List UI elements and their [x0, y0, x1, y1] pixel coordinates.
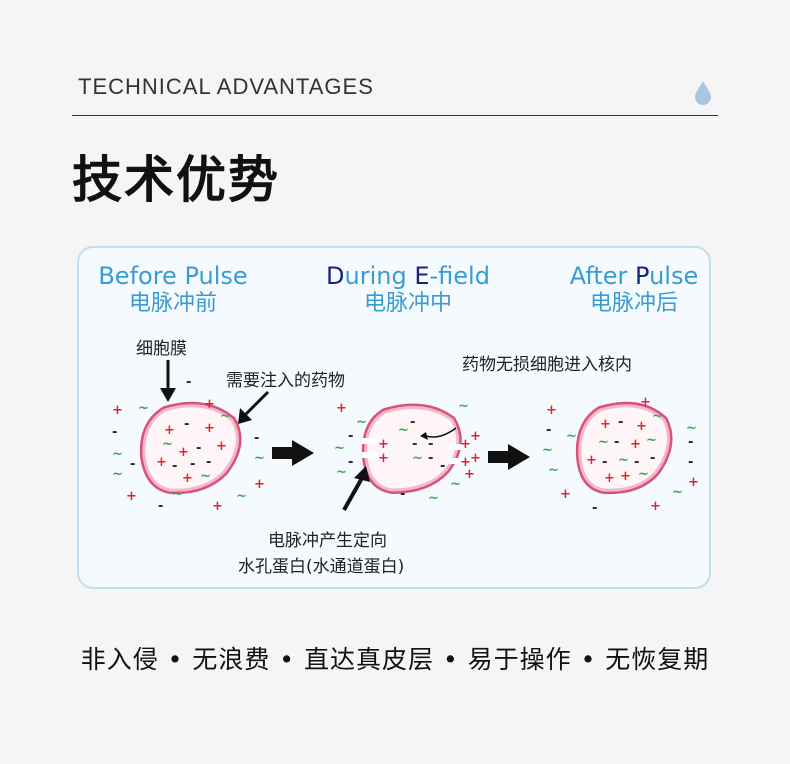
- svg-text:+: +: [688, 475, 699, 490]
- svg-text:-: -: [206, 455, 211, 470]
- svg-text:+: +: [650, 499, 661, 514]
- svg-text:-: -: [196, 441, 201, 456]
- svg-text:~: ~: [598, 435, 609, 450]
- svg-text:~: ~: [112, 447, 123, 462]
- svg-text:-: -: [112, 425, 117, 440]
- svg-text:-: -: [400, 487, 405, 502]
- svg-text:+: +: [378, 437, 389, 452]
- svg-text:~: ~: [548, 463, 559, 478]
- svg-text:-: -: [184, 417, 189, 432]
- svg-text:~: ~: [112, 467, 123, 482]
- svg-text:~: ~: [458, 399, 469, 414]
- svg-text:+: +: [336, 401, 347, 416]
- svg-text:+: +: [254, 477, 265, 492]
- svg-text:+: +: [640, 395, 651, 410]
- svg-text:+: +: [212, 499, 223, 514]
- svg-text:+: +: [470, 429, 481, 444]
- svg-text:~: ~: [398, 423, 409, 438]
- svg-text:-: -: [688, 455, 693, 470]
- svg-text:-: -: [688, 435, 693, 450]
- svg-text:~: ~: [542, 443, 553, 458]
- svg-text:-: -: [614, 435, 619, 450]
- svg-text:-: -: [650, 451, 655, 466]
- svg-text:+: +: [204, 421, 215, 436]
- svg-text:-: -: [172, 459, 177, 474]
- svg-text:-: -: [348, 429, 353, 444]
- svg-text:+: +: [586, 453, 597, 468]
- svg-text:+: +: [560, 487, 571, 502]
- svg-text:~: ~: [336, 465, 347, 480]
- svg-text:-: -: [254, 431, 259, 446]
- svg-text:~: ~: [220, 409, 231, 424]
- svg-text:+: +: [470, 451, 481, 466]
- svg-text:-: -: [546, 423, 551, 438]
- drug-arrow: [238, 392, 268, 424]
- svg-text:-: -: [618, 415, 623, 430]
- svg-text:+: +: [216, 439, 227, 454]
- benefits-footer: 非入侵 • 无浪费 • 直达真皮层 • 易于操作 • 无恢复期: [0, 640, 790, 676]
- transition-arrow-2: [488, 444, 530, 470]
- svg-text:-: -: [440, 459, 445, 474]
- svg-text:~: ~: [172, 487, 183, 502]
- svg-text:+: +: [636, 419, 647, 434]
- svg-text:-: -: [410, 415, 415, 430]
- svg-text:+: +: [204, 397, 215, 412]
- svg-text:+: +: [464, 467, 475, 482]
- svg-text:-: -: [190, 457, 195, 472]
- svg-text:~: ~: [254, 451, 265, 466]
- svg-text:-: -: [348, 455, 353, 470]
- svg-text:+: +: [126, 489, 137, 504]
- svg-text:~: ~: [412, 451, 423, 466]
- svg-text:+: +: [604, 471, 615, 486]
- svg-text:~: ~: [236, 489, 247, 504]
- svg-text:~: ~: [646, 433, 657, 448]
- svg-text:+: +: [620, 469, 631, 484]
- svg-text:~: ~: [686, 421, 697, 436]
- svg-text:-: -: [428, 437, 433, 452]
- svg-text:+: +: [182, 471, 193, 486]
- svg-text:~: ~: [652, 409, 663, 424]
- svg-text:+: +: [630, 437, 641, 452]
- svg-text:~: ~: [200, 469, 211, 484]
- membrane-arrow: [160, 360, 176, 402]
- svg-text:+: +: [156, 455, 167, 470]
- svg-text:+: +: [164, 423, 175, 438]
- svg-text:+: +: [112, 403, 123, 418]
- svg-text:~: ~: [672, 485, 683, 500]
- svg-text:-: -: [130, 457, 135, 472]
- transition-arrow-1: [272, 440, 314, 466]
- svg-text:~: ~: [450, 477, 461, 492]
- svg-text:+: +: [600, 417, 611, 432]
- svg-text:-: -: [592, 501, 597, 516]
- svg-text:-: -: [428, 451, 433, 466]
- svg-text:~: ~: [138, 401, 149, 416]
- svg-text:-: -: [602, 455, 607, 470]
- svg-text:~: ~: [428, 491, 439, 506]
- svg-text:~: ~: [162, 437, 173, 452]
- svg-text:-: -: [186, 375, 191, 390]
- svg-text:~: ~: [356, 415, 367, 430]
- svg-text:-: -: [412, 437, 417, 452]
- svg-text:~: ~: [618, 453, 629, 468]
- pulse-arrow: [344, 466, 370, 510]
- svg-text:~: ~: [334, 441, 345, 456]
- svg-text:+: +: [546, 403, 557, 418]
- svg-text:+: +: [378, 451, 389, 466]
- svg-text:+: +: [178, 445, 189, 460]
- svg-text:-: -: [158, 499, 163, 514]
- svg-text:~: ~: [566, 429, 577, 444]
- svg-text:~: ~: [638, 467, 649, 482]
